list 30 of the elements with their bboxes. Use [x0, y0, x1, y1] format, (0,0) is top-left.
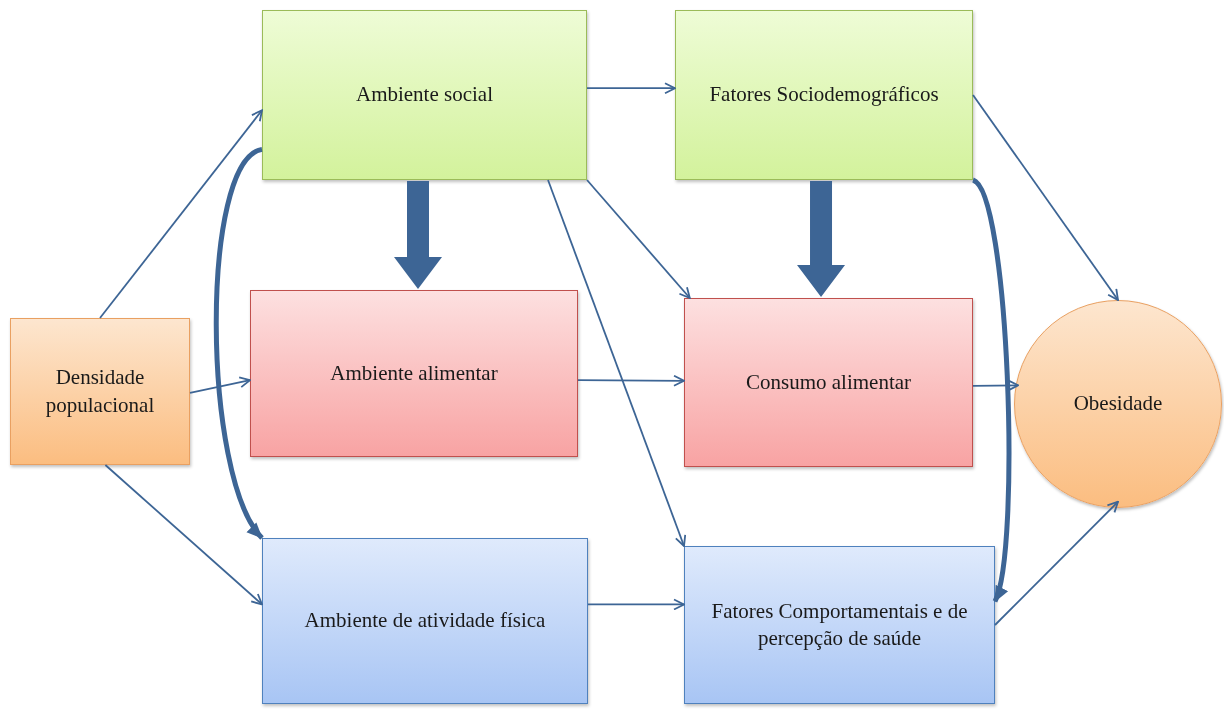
- arrow: [587, 598, 685, 611]
- factor-box: [262, 538, 588, 704]
- arrow: [586, 82, 676, 95]
- factor-box: [250, 290, 578, 457]
- block-arrow: [797, 181, 845, 297]
- arrow: [213, 147, 265, 540]
- box-label: Obesidade: [1073, 390, 1163, 418]
- arrow: [577, 374, 685, 387]
- factor-box: [675, 10, 973, 180]
- box-label: Fatores Sociodemográficos: [709, 81, 939, 109]
- factor-box: [684, 546, 995, 704]
- box-label: Ambiente alimentar: [330, 359, 498, 387]
- arrow: [99, 109, 263, 319]
- arrow: [994, 500, 1119, 626]
- arrow: [189, 376, 251, 394]
- box-label: Fatores Comportamentais e de percepção de saúde: [710, 597, 969, 652]
- arrow: [971, 178, 1012, 603]
- arrow: [104, 464, 263, 606]
- box-label: Ambiente social: [355, 81, 493, 109]
- arrow: [972, 379, 1020, 392]
- box-label: Consumo alimentar: [745, 368, 912, 396]
- factor-box: [10, 318, 190, 465]
- factor-box: [684, 298, 973, 467]
- arrow: [586, 179, 691, 299]
- box-label: Ambiente de atividade física: [304, 607, 546, 635]
- arrow: [547, 179, 687, 547]
- factor-box: [262, 10, 587, 180]
- arrow: [972, 94, 1119, 301]
- block-arrow: [394, 181, 442, 289]
- box-label: Densidade populacional: [44, 364, 156, 419]
